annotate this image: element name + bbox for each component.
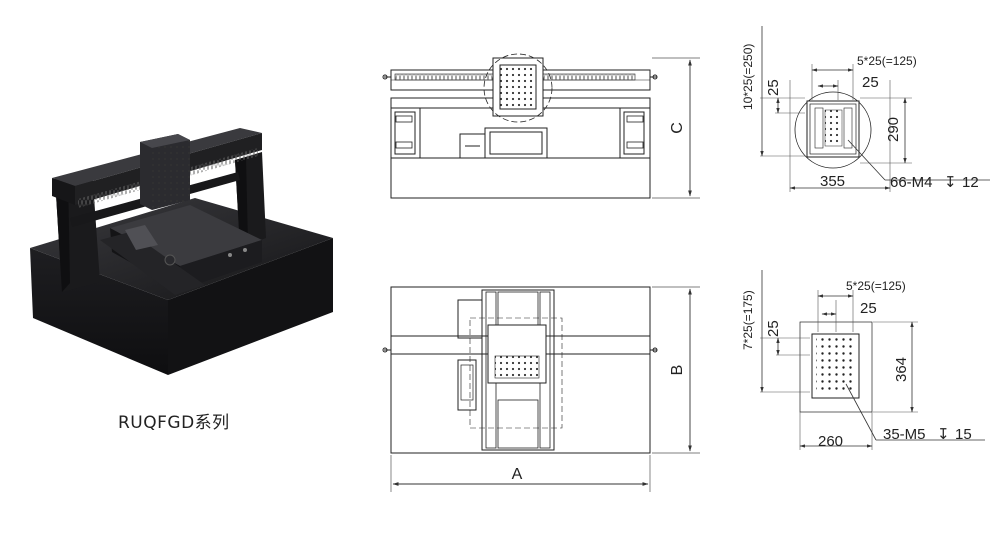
upper-height: 290: [885, 117, 902, 142]
front-view: [382, 53, 700, 199]
upper-step-h: 25: [862, 74, 879, 91]
upper-hole-callout: 66-M4 ↧ 12: [890, 174, 979, 191]
lower-pitch-h: 5*25(=125): [846, 279, 906, 293]
dim-c-label: C: [669, 122, 686, 134]
depth-symbol-icon: ↧: [944, 174, 957, 191]
lower-pitch-v: 7*25(=175): [741, 290, 755, 350]
lower-hole-callout: 35-M5 ↧ 15: [883, 426, 972, 443]
depth-symbol-icon: ↧: [937, 426, 950, 443]
product-render: [30, 128, 333, 375]
upper-holes: 66-M4: [890, 174, 933, 191]
dim-a-label: A: [512, 466, 523, 483]
lower-height: 364: [893, 357, 910, 382]
lower-step-h: 25: [860, 300, 877, 317]
lower-detail: [760, 270, 985, 450]
upper-pitch-v: 10*25(=250): [741, 44, 755, 110]
upper-detail: [760, 26, 990, 192]
upper-width: 355: [820, 173, 845, 190]
series-caption: RUQFGD系列: [118, 413, 230, 433]
upper-pitch-h: 5*25(=125): [857, 54, 917, 68]
lower-hole-depth: 15: [955, 426, 972, 443]
granite-base-side: [168, 238, 333, 375]
top-view: [382, 286, 700, 492]
upper-hole-depth: 12: [962, 174, 979, 191]
lower-step-v: 25: [765, 320, 782, 337]
lower-width: 260: [818, 433, 843, 450]
dim-b-label: B: [669, 365, 686, 376]
xy-stage-top: [110, 205, 262, 266]
lower-holes: 35-M5: [883, 426, 926, 443]
upper-step-v: 25: [765, 79, 782, 96]
